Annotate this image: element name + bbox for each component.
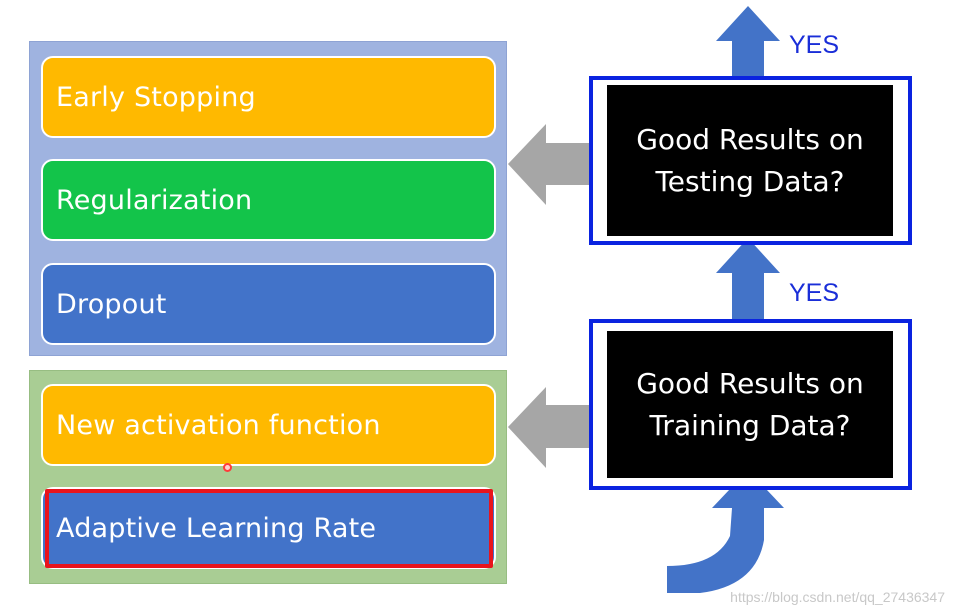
cursor-dot-icon: [223, 463, 232, 472]
option-new-activation-function[interactable]: New activation function: [41, 384, 496, 466]
up-arrow-middle-icon: [716, 238, 780, 322]
up-arrow-top-icon: [716, 6, 780, 82]
question-line: Training Data?: [649, 408, 851, 442]
option-regularization[interactable]: Regularization: [41, 159, 496, 241]
training-question-box[interactable]: Good Results on Training Data?: [607, 331, 893, 478]
option-label: Regularization: [56, 184, 253, 216]
left-arrow-top-icon: [508, 124, 608, 205]
question-line: Testing Data?: [655, 164, 845, 198]
yes-label-middle: YES: [789, 279, 840, 307]
option-dropout[interactable]: Dropout: [41, 263, 496, 345]
watermark: https://blog.csdn.net/qq_27436347: [730, 589, 945, 605]
option-label: Adaptive Learning Rate: [56, 512, 377, 544]
option-adaptive-learning-rate[interactable]: Adaptive Learning Rate: [41, 487, 496, 569]
left-arrow-bottom-icon: [508, 387, 608, 468]
yes-label-top: YES: [789, 31, 840, 59]
option-label: Early Stopping: [56, 81, 256, 113]
curved-up-arrow-icon: [667, 470, 784, 593]
testing-question-box[interactable]: Good Results on Testing Data?: [607, 85, 893, 236]
question-line: Good Results on: [636, 366, 864, 400]
question-line: Good Results on: [636, 122, 864, 156]
option-label: Dropout: [56, 288, 167, 320]
option-early-stopping[interactable]: Early Stopping: [41, 56, 496, 138]
option-label: New activation function: [56, 409, 381, 441]
